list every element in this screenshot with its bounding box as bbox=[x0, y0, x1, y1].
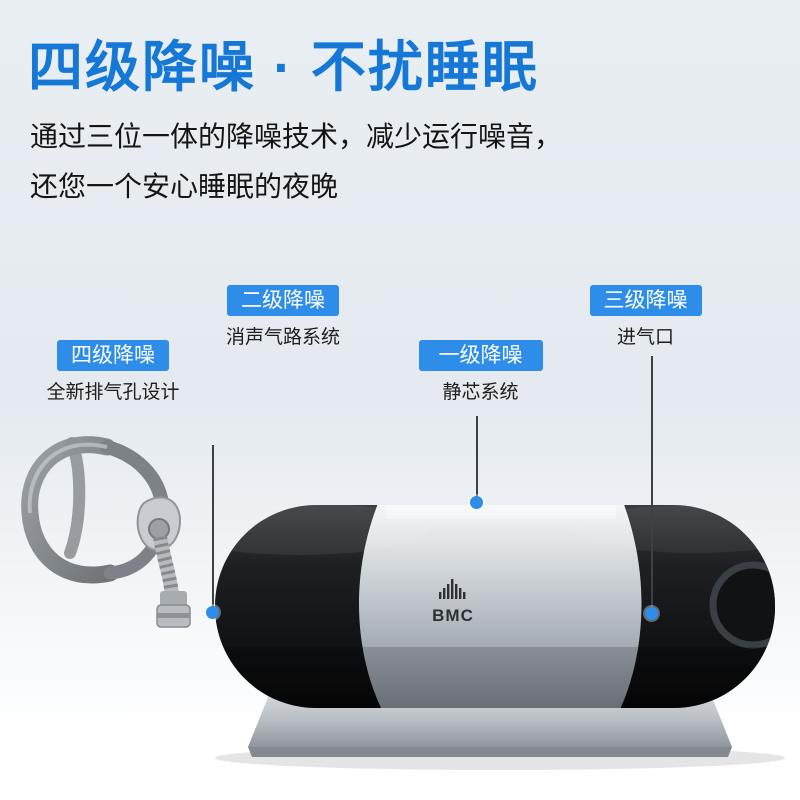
mask-cushion bbox=[136, 496, 182, 552]
page-title: 四级降噪 · 不扰睡眠 bbox=[28, 36, 539, 98]
callout-line-level1 bbox=[476, 416, 478, 500]
callout-desc-level1: 静芯系统 bbox=[442, 382, 519, 403]
callout-desc-level3: 进气口 bbox=[616, 327, 674, 348]
callout-dot-level1 bbox=[470, 496, 483, 509]
mask-tube bbox=[153, 535, 179, 596]
callout-level4: 四级降噪 全新排气孔设计 bbox=[45, 340, 181, 404]
callout-dot-level3 bbox=[645, 607, 658, 620]
left-black-lobe bbox=[215, 505, 386, 708]
badge-level3: 三级降噪 bbox=[589, 285, 702, 316]
subtitle: 通过三位一体的降噪技术，减少运行噪音， 还您一个安心睡眠的夜晚 bbox=[30, 112, 562, 212]
callout-dot-level2 bbox=[206, 606, 219, 619]
callout-level3: 三级降噪 进气口 bbox=[577, 285, 714, 349]
callout-desc-level4: 全新排气孔设计 bbox=[46, 382, 180, 403]
air-inlet bbox=[709, 561, 775, 649]
bmc-logo: BMC bbox=[432, 579, 474, 625]
brand-text: BMC bbox=[432, 606, 474, 625]
subtitle-line-2: 还您一个安心睡眠的夜晚 bbox=[30, 171, 339, 202]
soundwave-icon bbox=[439, 579, 466, 599]
callout-line-level3 bbox=[651, 356, 653, 611]
badge-level2: 二级降噪 bbox=[227, 285, 339, 316]
callout-line-level2 bbox=[212, 445, 214, 608]
subtitle-line-1: 通过三位一体的降噪技术，减少运行噪音， bbox=[30, 121, 563, 152]
badge-level1: 一级降噪 bbox=[418, 340, 543, 371]
badge-level4: 四级降噪 bbox=[57, 340, 169, 371]
device-body bbox=[215, 505, 775, 708]
tube-connector bbox=[156, 591, 191, 628]
callout-desc-level2: 消声气路系统 bbox=[225, 327, 340, 348]
cpap-device: BMC bbox=[215, 505, 785, 770]
headgear-straps bbox=[21, 436, 169, 584]
nasal-mask bbox=[21, 436, 191, 628]
callout-level1: 一级降噪 静芯系统 bbox=[408, 340, 553, 404]
callout-level2: 二级降噪 消声气路系统 bbox=[215, 285, 351, 349]
